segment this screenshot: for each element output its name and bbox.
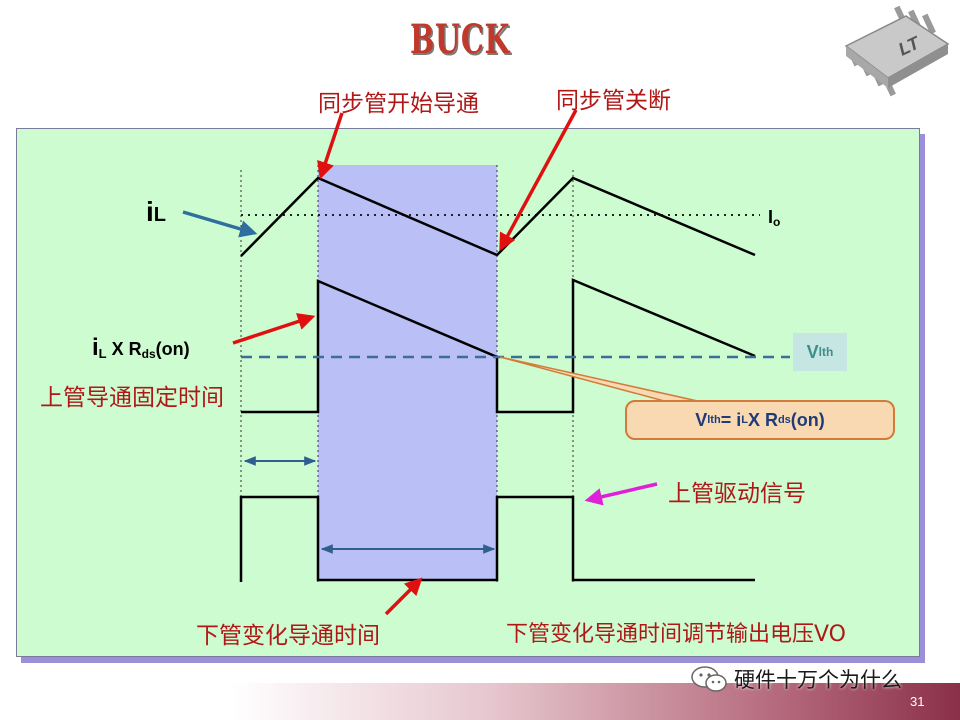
drive-pointer-arrow xyxy=(584,482,658,506)
watermark: 硬件十万个为什么 xyxy=(690,664,902,694)
sync-on-shade xyxy=(318,165,497,581)
sync-on-arrow xyxy=(317,112,344,180)
il-rds-waveform xyxy=(241,278,756,414)
watermark-text: 硬件十万个为什么 xyxy=(734,668,902,692)
high-side-drive-waveform xyxy=(239,495,755,582)
page-title: BUCK xyxy=(410,16,511,63)
high-drive-label: 上管驱动信号 xyxy=(668,481,806,507)
callout-pointer xyxy=(499,356,703,403)
footer-bar xyxy=(230,683,960,720)
sync-off-arrow xyxy=(499,109,578,252)
il-label: iL xyxy=(146,196,166,227)
io-label: Io xyxy=(768,207,781,229)
il-rds-label: iL X Rds(on) xyxy=(92,334,190,361)
chip-logo-icon: LT xyxy=(844,6,950,97)
wechat-icon xyxy=(691,666,727,692)
sync-off-label: 同步管关断 xyxy=(556,88,671,114)
page-number: 31 xyxy=(910,694,925,709)
low-variable-on-label: 下管变化导通时间 xyxy=(196,623,380,649)
il-pointer-arrow xyxy=(182,210,258,238)
low-variable-adjust-label: 下管变化导通时间调节输出电压VO xyxy=(506,622,846,647)
il-rds-arrow xyxy=(232,313,316,345)
high-fixed-on-label: 上管导通固定时间 xyxy=(40,385,224,411)
il-waveform xyxy=(240,176,756,257)
low-var-arrow xyxy=(384,577,423,616)
sync-on-label: 同步管开始导通 xyxy=(318,91,479,117)
